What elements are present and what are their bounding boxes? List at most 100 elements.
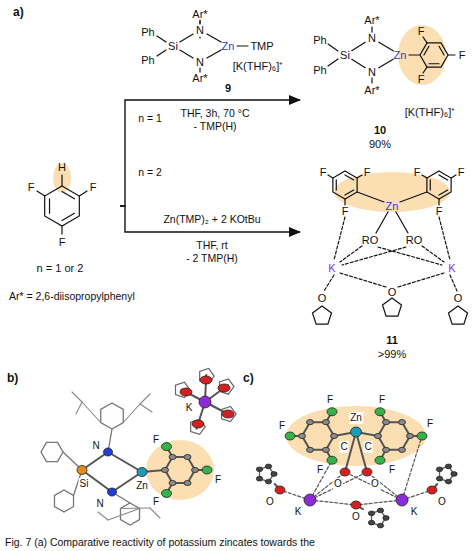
text-label: C (339, 441, 348, 453)
bond (61, 226, 62, 234)
text-label: F (214, 474, 222, 486)
carbon-ellipsoid (383, 447, 390, 452)
text-label: THF, 3h, 70 °C (180, 107, 251, 120)
bond (180, 50, 193, 58)
text-label: K (185, 402, 194, 414)
oxygen-ellipsoid (192, 420, 204, 428)
isopropyl-stick (140, 404, 152, 412)
atom-label: Si (339, 49, 351, 62)
dative-bond (310, 500, 356, 505)
bond (371, 78, 372, 83)
compound: FFFFFFZnROROKKOOO11>99% (300, 158, 472, 363)
atom-label: Ph (312, 34, 327, 47)
text-label: N (95, 498, 104, 510)
dative-bond (367, 472, 402, 500)
text-label: O (265, 496, 275, 508)
dative-bond (398, 273, 444, 287)
dative-bond (324, 275, 334, 291)
carbon-ellipsoid (451, 472, 457, 477)
carbon-ellipsoid (383, 420, 390, 425)
carbon-ellipsoid (399, 420, 406, 425)
thf-ring (191, 419, 205, 434)
text-label: Ph (140, 54, 155, 67)
dative-bond (356, 500, 402, 505)
panel-letter: b) (6, 371, 19, 385)
bond (352, 42, 365, 50)
text-label: N (195, 24, 205, 37)
carbon-ellipsoid (368, 511, 374, 516)
text-label: Ar* (191, 8, 208, 21)
atom-label: O (453, 292, 464, 305)
double-bond (336, 180, 337, 190)
oxygen-ellipsoid (200, 376, 212, 384)
bond (423, 67, 427, 73)
carbon-ellipsoid (377, 508, 383, 513)
panel-letter: a) (12, 5, 25, 19)
bond (352, 59, 365, 67)
thf-ring (200, 368, 214, 383)
carbon-ellipsoid (265, 479, 271, 484)
carbon-ellipsoid (256, 476, 262, 481)
compound: FHFFn = 1 or 2 (8, 150, 120, 282)
isopropyl-stick (120, 507, 150, 509)
text-label: F (426, 418, 434, 430)
text-label: TMP (249, 40, 274, 53)
dative-bond (342, 247, 406, 265)
text-label: [K(THF)₆]⁺ (232, 60, 285, 73)
text-label: F (316, 464, 324, 476)
oxygen-ellipsoid (351, 501, 361, 509)
carbon-ellipsoid (271, 472, 277, 477)
atom-label: F (413, 166, 422, 179)
carbon-ellipsoid (169, 454, 176, 459)
carbon-ellipsoid (323, 420, 330, 425)
atom-label: F (363, 166, 372, 179)
bond (328, 59, 338, 66)
bond (79, 191, 87, 196)
text-label: 9 (224, 82, 232, 95)
fluorine-ellipsoid (327, 408, 337, 416)
atom-label: [K(THF)₆]⁺ (404, 106, 457, 119)
text-label: O (333, 478, 343, 490)
bond (180, 34, 193, 42)
atom-label: RO (361, 234, 380, 247)
text-label: F (152, 434, 160, 446)
atom-label: Ar* (363, 14, 380, 27)
oxygen-ellipsoid (222, 410, 234, 418)
text-label: F (326, 394, 334, 406)
highlight-glow (286, 406, 426, 466)
dative-bond (345, 472, 402, 500)
carbon-ellipsoid (169, 480, 176, 485)
bond (379, 59, 393, 68)
bond (61, 175, 62, 186)
carbon-ellipsoid (192, 467, 199, 472)
atom-label: Ph (312, 64, 327, 77)
fluorine-ellipsoid (162, 489, 172, 497)
text-label: O (351, 511, 361, 523)
potassium-ellipsoid (304, 494, 316, 506)
bond (207, 34, 221, 42)
bond (199, 20, 200, 24)
benzene-ring (45, 186, 80, 226)
phenyl-ring (54, 490, 73, 512)
bond (328, 44, 338, 51)
isopropyl-stick (98, 512, 108, 520)
benzene-ring (333, 171, 357, 199)
atom-label: Zn (385, 200, 400, 213)
atom-label: F (27, 181, 36, 194)
bond (376, 212, 388, 233)
isopropyl-stick (150, 508, 160, 518)
fluorine-ellipsoid (162, 443, 172, 451)
double-bond (429, 63, 439, 64)
nitrogen-ellipsoid (108, 488, 117, 496)
bond (157, 36, 166, 42)
bond (328, 175, 333, 178)
atom-label: F (319, 166, 328, 179)
bond (448, 54, 455, 55)
atom-label: RO (405, 234, 424, 247)
carbon-ellipsoid (375, 433, 382, 438)
atom-label: >99% (377, 348, 407, 361)
atom-label: N (367, 32, 377, 45)
atom-label: Zn (393, 49, 408, 62)
